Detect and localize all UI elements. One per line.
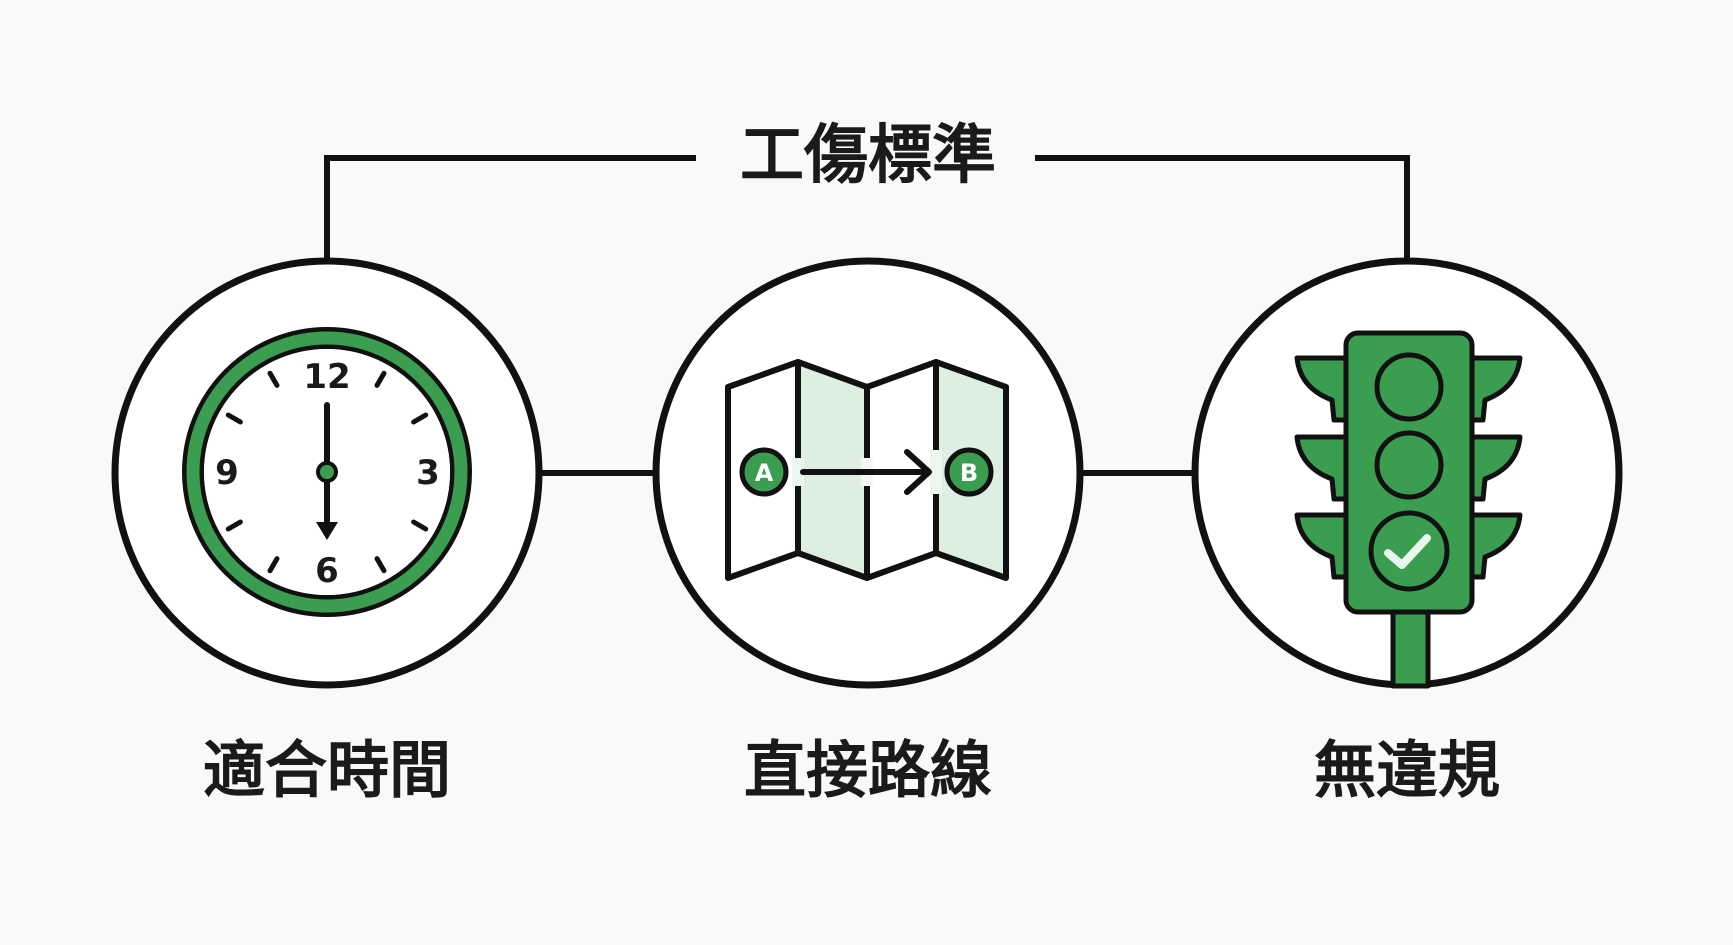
traffic-light-visor-right — [1467, 512, 1523, 580]
clock-tick — [267, 370, 280, 388]
clock-tick — [374, 370, 387, 388]
traffic-light-pole — [1390, 605, 1431, 689]
traffic-light-visor-left — [1294, 434, 1351, 502]
traffic-light-visor-right — [1467, 355, 1523, 423]
map-point-a — [739, 447, 789, 497]
clock-center — [316, 461, 338, 483]
diagram-title: 工傷標準 — [740, 119, 996, 193]
light-top — [1374, 352, 1444, 422]
criterion-label-time: 適合時間 — [203, 734, 451, 807]
traffic-light-visor-left — [1294, 512, 1351, 580]
light-middle — [1374, 430, 1444, 500]
traffic-light-visor-left — [1294, 355, 1351, 423]
light-bottom-green — [1368, 510, 1450, 592]
check-icon — [1384, 534, 1431, 569]
traffic-light-icon — [1294, 330, 1523, 689]
clock-hand-arrow — [316, 522, 338, 540]
clock-tick — [225, 412, 243, 425]
map-route-icon: A B — [725, 359, 1009, 581]
map-point-b-label: B — [960, 459, 978, 487]
clock-number-6: 6 — [315, 551, 339, 591]
clock-tick — [225, 519, 243, 532]
clock-number-9: 9 — [215, 453, 239, 493]
clock-tick — [267, 556, 280, 574]
clock-tick — [411, 519, 429, 532]
criterion-label-route: 直接路線 — [744, 734, 992, 807]
map-point-b — [944, 447, 994, 497]
clock-number-12: 12 — [303, 357, 350, 397]
title-bracket — [324, 155, 1410, 263]
criterion-label-no-violation: 無違規 — [1314, 734, 1500, 807]
map-point-a-label: A — [755, 459, 774, 487]
clock-tick — [411, 412, 429, 425]
clock-icon: 12 3 6 9 — [182, 327, 472, 617]
clock-tick — [374, 556, 387, 574]
clock-number-3: 3 — [416, 453, 440, 493]
traffic-light-visor-right — [1467, 434, 1523, 502]
